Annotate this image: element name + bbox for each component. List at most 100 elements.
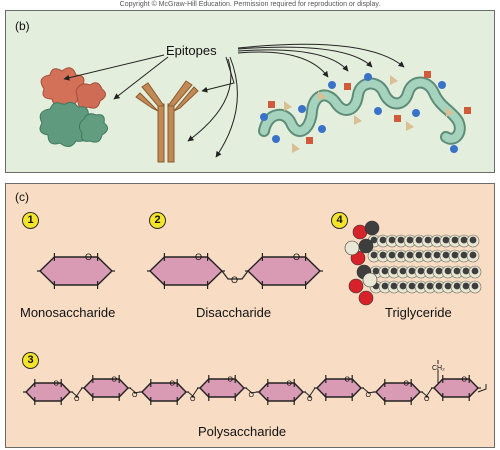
monosaccharide-ring [38,256,114,286]
triglyceride-c-atom [462,267,470,275]
triglyceride-c-atom [408,267,416,275]
polysaccharide-link-3 [187,387,199,398]
panel-b-epitopes: (b) Epitopes [5,10,495,173]
item-number-1: 1 [22,212,39,229]
disaccharide-ring-2-oxygen: O [293,252,300,262]
polysaccharide-link-oxygen-7: O [424,396,430,403]
triglyceride-c-atom [379,236,387,244]
triglyceride-c-atom [381,267,389,275]
triglyceride-c-atom [370,236,378,244]
triglyceride-backbone-atom-2 [358,238,374,254]
polysaccharide-link-oxygen-3: O [190,396,196,403]
triglyceride-c-atom [399,267,407,275]
item-number-2: 2 [149,212,166,229]
triglyceride-c-atom [379,251,387,259]
triglyceride-backbone-atom-9 [344,240,360,256]
antibody [135,80,199,163]
disaccharide-ring-2 [246,256,322,286]
epitopes-label: Epitopes [166,43,217,58]
polysaccharide-ring-8 [433,378,479,398]
epitope-arrows [63,43,405,158]
glycosidic-link [221,270,249,280]
triglyceride-c-atom [417,282,425,290]
polysaccharide-link-oxygen-6: O [366,392,372,399]
triglyceride-c-atom [388,236,396,244]
triglyceride-c-atom [442,236,450,244]
triglyceride-c-atom [406,236,414,244]
triglyceride-c-atom [397,251,405,259]
polysaccharide-link-4 [245,387,258,394]
monosaccharide-label: Monosaccharide [20,305,116,320]
polysaccharide-ring-6 [316,378,362,398]
polysaccharide-ring-2 [83,378,129,398]
polysaccharide-link-2 [129,387,141,394]
polysaccharide-ring-7-oxygen: O [404,380,410,387]
polysaccharide-ring-2-oxygen: O [112,376,118,383]
polysaccharide-ring-3-oxygen: O [170,380,176,387]
copyright-notice: Copyright © McGraw-Hill Education. Permi… [119,1,381,8]
triglyceride-c-atom [460,236,468,244]
triglyceride-c-atom [397,236,405,244]
polysaccharide-ring-8-oxygen: O [462,376,468,383]
triglyceride-backbone-atom-8 [362,272,378,288]
polysaccharide-link-oxygen-2: O [132,392,138,399]
triglyceride-c-atom [424,251,432,259]
polysaccharide-ring-3 [141,382,187,402]
disaccharide-ring-1 [148,256,224,286]
triglyceride-c-atom [372,267,380,275]
panel-b-label: (b) [15,19,30,33]
triglyceride-c-atom [435,267,443,275]
protein-chain [258,76,466,145]
triglyceride-backbone-atom-7 [364,220,380,236]
triglyceride-c-atom [433,251,441,259]
panel-c-label: (c) [15,190,29,204]
polysaccharide-ring-1-oxygen: O [54,380,60,387]
triglyceride-c-atom [469,251,477,259]
polysaccharide-label: Polysaccharide [198,424,287,439]
polysaccharide-ring-4-oxygen: O [228,376,234,383]
polysaccharide-ring-5 [258,382,304,402]
triglyceride-c-atom [471,282,479,290]
chain-end-bond [477,384,487,393]
triglyceride-backbone-atom-5 [348,278,364,294]
glycosidic-oxygen: O [231,275,238,285]
antigen-blob-green [39,101,108,147]
triglyceride-c-atom [453,267,461,275]
triglyceride-c-atom [444,282,452,290]
item-number-4: 4 [331,212,348,229]
triglyceride-c-atom [426,267,434,275]
polysaccharide-ring-6-oxygen: O [345,376,351,383]
triglyceride-c-atom [460,251,468,259]
polysaccharide-link-5 [304,387,316,398]
triglyceride-c-atom [417,267,425,275]
polysaccharide-link-oxygen-1: O [74,396,80,403]
panel-c-macromolecules: (c) 1 2 4 3 Monosaccharide Disaccharide … [5,183,495,448]
polysaccharide-link-1 [71,387,83,398]
triglyceride-c-atom [408,282,416,290]
triglyceride-c-atom [390,282,398,290]
polysaccharide-ring-4 [199,378,245,398]
polysaccharide-link-oxygen-4: O [249,392,255,399]
antigen-blob-orange [40,67,106,109]
triglyceride-label: Triglyceride [385,305,452,320]
epitope-markers [260,71,471,153]
item-number-3: 3 [22,352,39,369]
polysaccharide-link-oxygen-5: O [307,396,313,403]
polysaccharide-ring-7 [375,382,421,402]
triglyceride-c-atom [444,267,452,275]
ch2-label: CH₂ [432,365,445,372]
triglyceride-c-atom [433,236,441,244]
triglyceride-c-atom [451,251,459,259]
polysaccharide-link-6 [362,387,375,394]
triglyceride-c-atom [469,236,477,244]
triglyceride-c-atom [370,251,378,259]
triglyceride-c-atom [453,282,461,290]
triglyceride-c-atom [406,251,414,259]
triglyceride-c-atom [462,282,470,290]
disaccharide-ring-1-oxygen: O [195,252,202,262]
triglyceride-c-atom [451,236,459,244]
disaccharide-label: Disaccharide [196,305,272,320]
triglyceride-c-atom [415,251,423,259]
triglyceride-backbone-atom-6 [358,290,374,306]
